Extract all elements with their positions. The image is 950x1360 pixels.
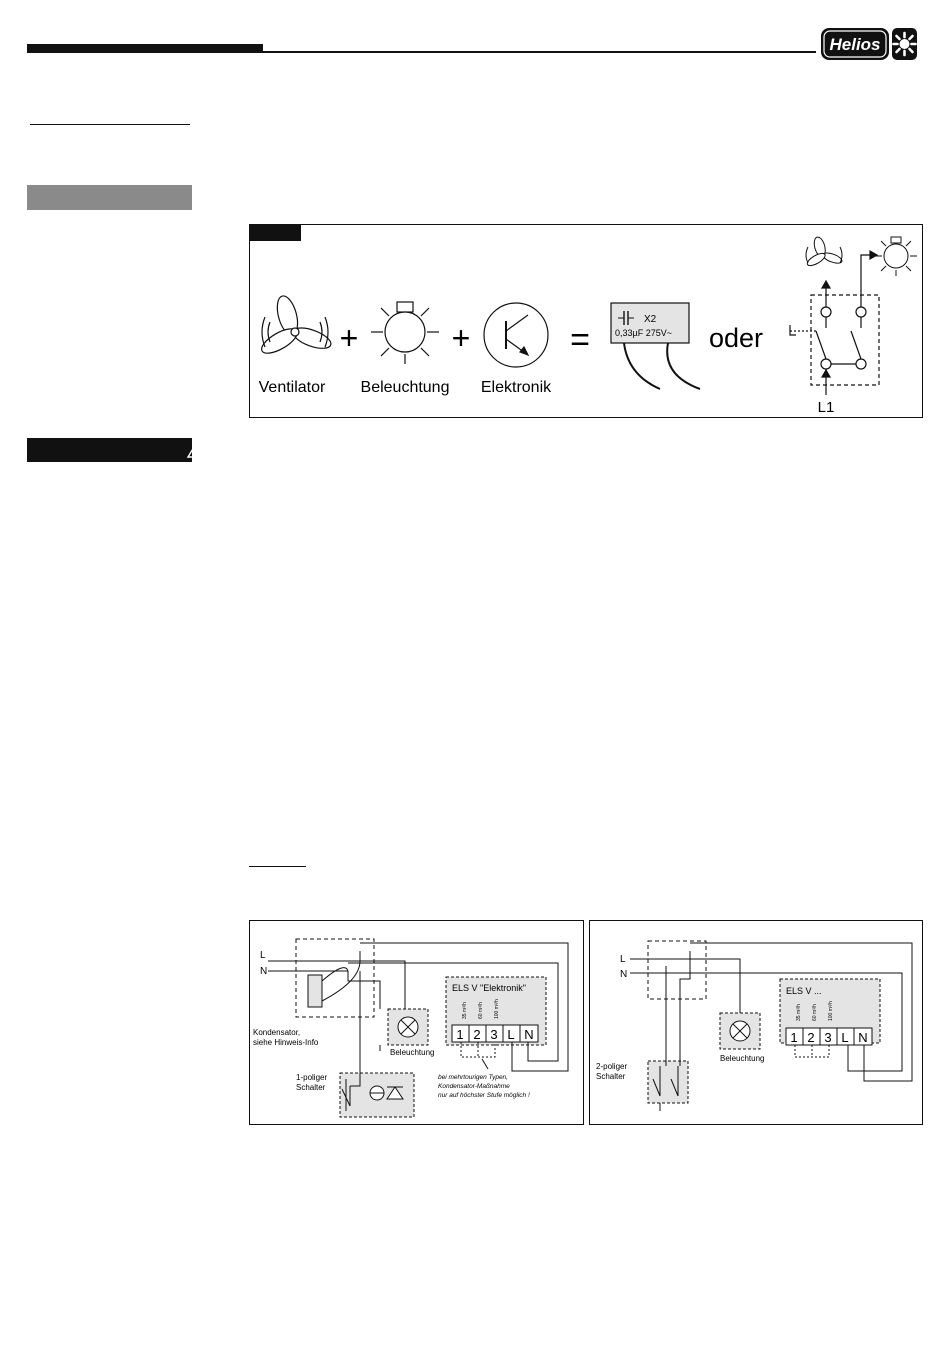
capacitor-note-2: siehe Hinweis-Info [253, 1038, 319, 1047]
terminal-label: 2 [473, 1027, 480, 1042]
label-ventilator: Ventilator [259, 379, 326, 396]
footnote-1: bei mehrtourigen Typen, [438, 1074, 508, 1081]
components-figure: Ventilator + Beleuchtung + Elektronik = [249, 224, 923, 418]
lamp-label: Beleuchtung [720, 1054, 764, 1063]
terminal-label: 2 [807, 1030, 814, 1045]
fan-icon [261, 295, 332, 354]
equals-operator: = [570, 321, 590, 359]
note-rule [249, 866, 306, 867]
header-bar [27, 44, 263, 53]
capacitor-value: 0,33µF 275V~ [615, 328, 672, 338]
lamp-icon [371, 301, 439, 364]
terminal-label: 1 [790, 1030, 797, 1045]
terminal-label: N [858, 1030, 867, 1045]
line-l-label: L [620, 954, 626, 965]
label-phase: L1 [818, 399, 835, 416]
terminal-label: 3 [824, 1030, 831, 1045]
double-switch-icon [789, 249, 880, 395]
wiring-diagram-1: L N Kondensator, siehe Hinweis-Info Bele… [249, 920, 584, 1125]
line-n-label: N [620, 969, 627, 980]
plus-operator: + [452, 320, 471, 356]
section-marker-gray [27, 185, 192, 210]
switch-label-2: Schalter [296, 1083, 326, 1092]
label-beleuchtung: Beleuchtung [361, 379, 450, 396]
warning-triangle-icon [186, 448, 192, 458]
speed-label: 35 m³/h [796, 1004, 802, 1021]
plus-operator: + [340, 320, 359, 356]
capacitor-note-1: Kondensator, [253, 1028, 300, 1037]
capacitor-type: X2 [644, 314, 657, 325]
terminal-label: 1 [456, 1027, 463, 1042]
speed-label: 100 m³/h [494, 999, 500, 1019]
switch-label-1: 2-poliger [596, 1062, 627, 1071]
lamp-label: Beleuchtung [390, 1048, 434, 1057]
footnote-2: Kondensator-Maßnahme [438, 1083, 510, 1090]
figure-tab [249, 224, 301, 241]
speed-label: 60 m³/h [812, 1004, 818, 1021]
terminal-label: 3 [490, 1027, 497, 1042]
terminal-label: L [841, 1030, 848, 1045]
switch-label-1: 1-poliger [296, 1073, 327, 1082]
lamp-small-icon [875, 236, 917, 276]
footnote-3: nur auf höchster Stufe möglich ! [438, 1092, 530, 1099]
section-marker-warning [27, 438, 192, 462]
label-oder: oder [709, 323, 763, 353]
speed-label: 100 m³/h [828, 1001, 834, 1021]
helios-logo: Helios [821, 28, 917, 60]
fan-small-icon [805, 236, 843, 267]
unit-title: ELS V ... [786, 986, 822, 996]
wiring-diagram-2: L N Beleuchtung 2-poliger Schalter ELS V… [589, 920, 923, 1125]
speed-label: 60 m³/h [478, 1002, 484, 1019]
line-l-label: L [260, 950, 266, 961]
terminal-label: N [524, 1027, 533, 1042]
line-n-label: N [260, 966, 267, 977]
logo-text: Helios [829, 35, 880, 54]
side-rule [30, 124, 190, 125]
transistor-icon [483, 302, 549, 368]
header-rule [263, 51, 816, 53]
terminal-label: L [507, 1027, 514, 1042]
capacitor-icon [610, 302, 701, 390]
label-elektronik: Elektronik [481, 379, 552, 396]
speed-label: 35 m³/h [462, 1002, 468, 1019]
switch-label-2: Schalter [596, 1072, 626, 1081]
unit-title: ELS V "Elektronik" [452, 983, 526, 993]
fan-star-icon [892, 31, 917, 57]
